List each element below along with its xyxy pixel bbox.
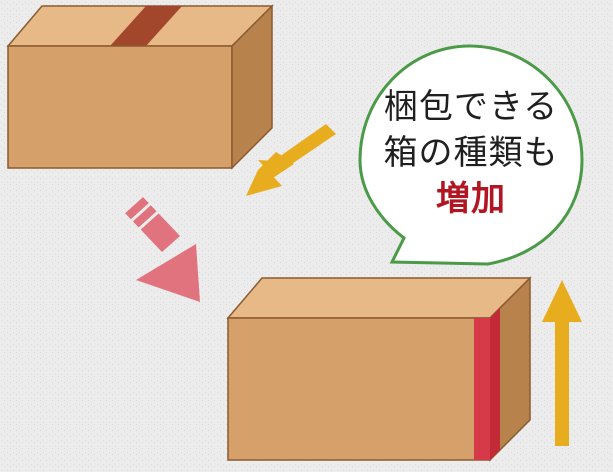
arrow-up-icon — [542, 280, 582, 446]
box-top-left — [6, 4, 274, 170]
bubble-line-1: 梱包できる — [383, 87, 559, 127]
arrow-down-left-icon — [246, 124, 336, 196]
arrow-down-right-icon — [120, 194, 200, 302]
bubble-line-3: 増加 — [436, 179, 506, 219]
box-bottom-right — [226, 276, 532, 462]
speech-bubble — [358, 44, 584, 266]
speech-bubble-text: 梱包できる 箱の種類も 増加 — [378, 84, 564, 222]
bubble-line-2: 箱の種類も — [383, 133, 559, 173]
